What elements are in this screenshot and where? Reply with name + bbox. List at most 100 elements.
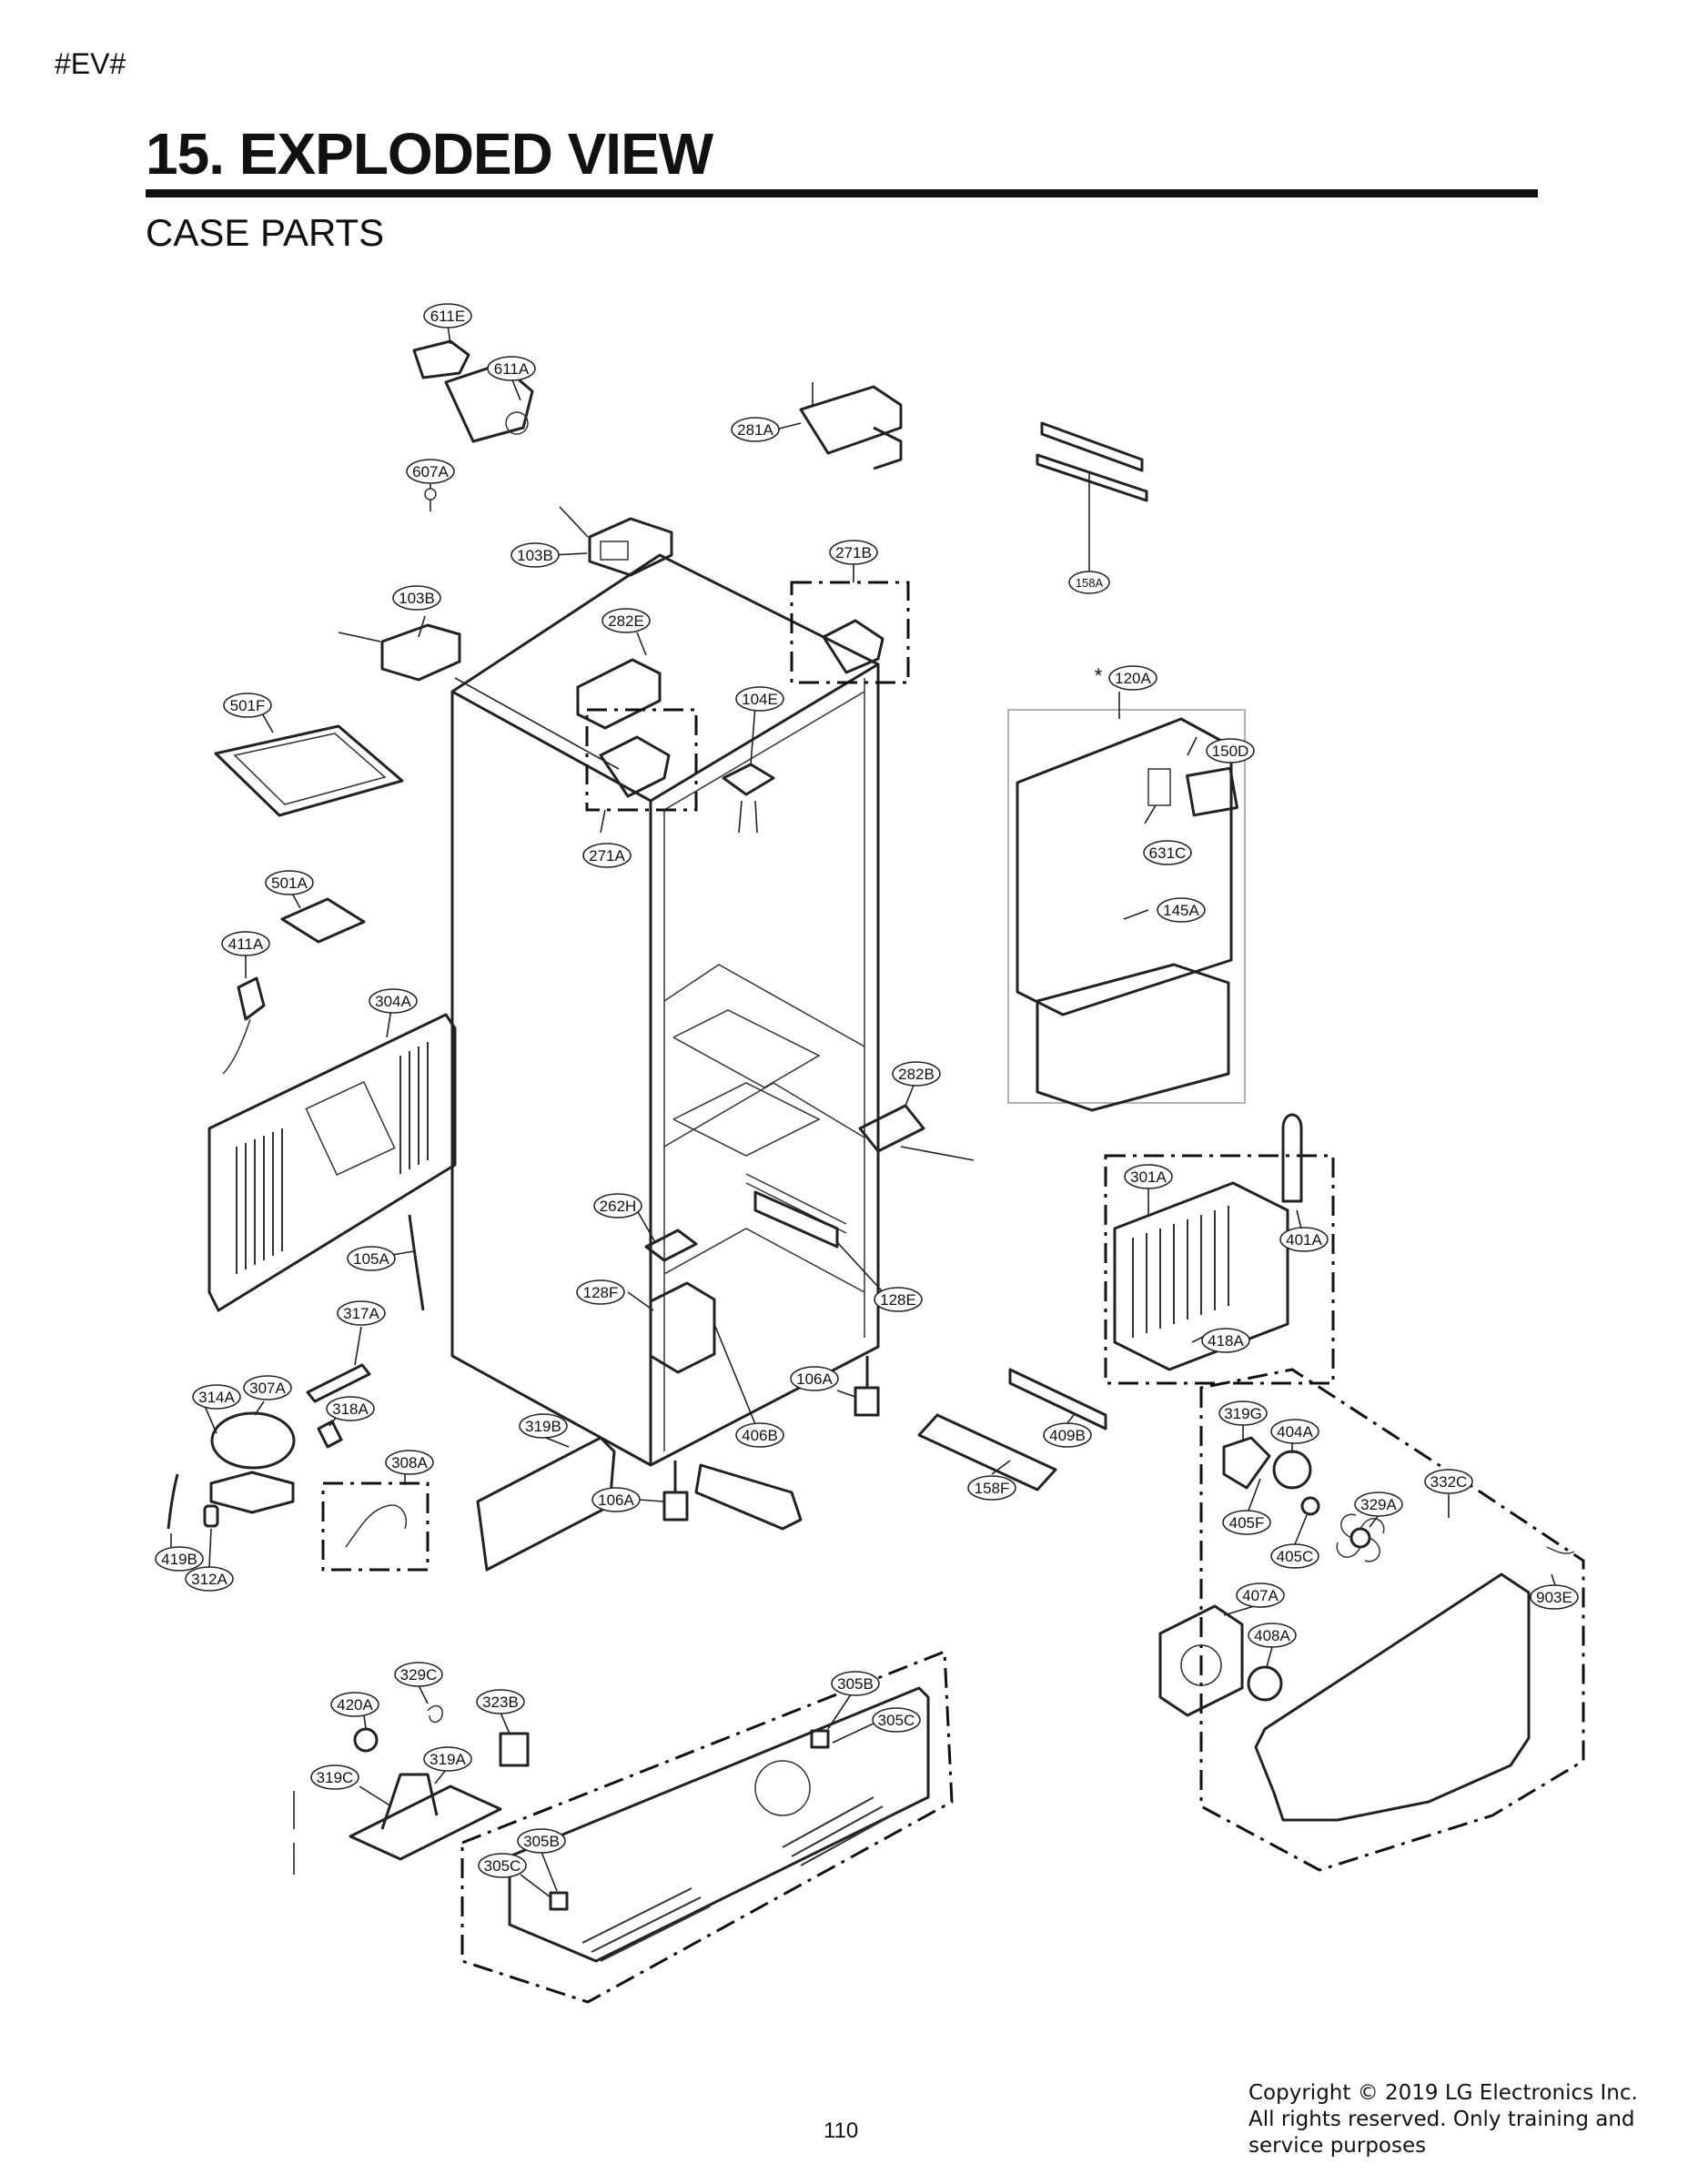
svg-text:319G: 319G bbox=[1224, 1405, 1262, 1422]
callout-323b: 323B bbox=[476, 1689, 525, 1714]
svg-text:145A: 145A bbox=[1163, 902, 1199, 919]
clip-318a bbox=[317, 1416, 343, 1449]
wire-903e bbox=[1546, 1546, 1575, 1589]
callout-405f: 405F bbox=[1222, 1510, 1271, 1535]
callout-903e: 903E bbox=[1530, 1584, 1579, 1610]
svg-text:407A: 407A bbox=[1242, 1587, 1279, 1604]
motor-mount-319g bbox=[1222, 1425, 1271, 1490]
callout-329a: 329A bbox=[1354, 1491, 1403, 1517]
hinge-271b bbox=[790, 564, 910, 684]
callout-611e: 611E bbox=[423, 303, 472, 329]
svg-text:323B: 323B bbox=[482, 1694, 519, 1711]
callout-419b: 419B bbox=[155, 1546, 204, 1572]
svg-text:282B: 282B bbox=[898, 1066, 935, 1083]
svg-text:406B: 406B bbox=[742, 1427, 778, 1444]
svg-text:304A: 304A bbox=[375, 993, 411, 1010]
callout-282e: 282E bbox=[601, 608, 651, 633]
svg-text:305B: 305B bbox=[837, 1675, 874, 1693]
seal-158a bbox=[1036, 421, 1148, 571]
callout-271b: 271B bbox=[829, 540, 878, 565]
bracket-103b-top bbox=[551, 506, 673, 577]
svg-text:150D: 150D bbox=[1212, 743, 1249, 760]
callout-305b-top: 305B bbox=[831, 1671, 880, 1696]
callout-631c: 631C bbox=[1143, 840, 1192, 865]
svg-text:611E: 611E bbox=[430, 308, 465, 325]
svg-text:332C: 332C bbox=[1430, 1473, 1468, 1491]
svg-text:419B: 419B bbox=[161, 1551, 197, 1568]
pipe-419b bbox=[167, 1473, 179, 1547]
page-title: 15. EXPLODED VIEW bbox=[146, 121, 713, 187]
callout-319a: 319A bbox=[423, 1746, 472, 1772]
svg-text:128E: 128E bbox=[880, 1291, 916, 1309]
svg-text:271B: 271B bbox=[835, 544, 872, 561]
back-cover-304a bbox=[207, 996, 457, 1312]
callout-128f: 128F bbox=[576, 1279, 625, 1305]
callout-120a: * 120A bbox=[1095, 664, 1157, 691]
svg-text:262H: 262H bbox=[600, 1198, 637, 1215]
callout-307a: 307A bbox=[243, 1375, 292, 1400]
svg-text:404A: 404A bbox=[1277, 1423, 1313, 1441]
foot-106a-right bbox=[836, 1356, 880, 1417]
grommet-305b-top bbox=[810, 1694, 852, 1749]
svg-text:106A: 106A bbox=[598, 1491, 634, 1509]
power-cord-411a bbox=[222, 956, 266, 1075]
callout-301a: 301A bbox=[1124, 1164, 1173, 1189]
svg-text:120A: 120A bbox=[1115, 670, 1151, 687]
callout-312a: 312A bbox=[185, 1566, 234, 1592]
svg-text:329A: 329A bbox=[1360, 1496, 1397, 1513]
page-number: 110 bbox=[824, 2118, 859, 2143]
callout-305b-bottom: 305B bbox=[517, 1828, 566, 1854]
board-631c bbox=[1144, 768, 1171, 824]
screw-607a bbox=[424, 480, 437, 511]
callout-407a: 407A bbox=[1236, 1582, 1285, 1608]
callout-103b-left: 103B bbox=[392, 585, 441, 611]
svg-text:607A: 607A bbox=[412, 463, 449, 480]
block-323b bbox=[499, 1712, 530, 1767]
callout-405c: 405C bbox=[1270, 1543, 1319, 1569]
svg-text:305C: 305C bbox=[484, 1857, 521, 1875]
hinge-upper-part bbox=[412, 324, 534, 443]
cabinet-case bbox=[450, 553, 880, 1467]
callout-411a: 411A bbox=[221, 931, 270, 956]
bracket-405f bbox=[1248, 1478, 1261, 1512]
callout-501f: 501F bbox=[223, 693, 272, 718]
callout-319c: 319C bbox=[310, 1764, 359, 1790]
callout-128e: 128E bbox=[874, 1287, 923, 1312]
svg-text:158F: 158F bbox=[975, 1480, 1010, 1497]
grommet-312a bbox=[203, 1504, 219, 1568]
svg-text:158A: 158A bbox=[1076, 576, 1104, 590]
callout-145a: 145A bbox=[1157, 897, 1206, 923]
callout-318a: 318A bbox=[326, 1396, 375, 1421]
pcb-145a bbox=[1123, 909, 1149, 920]
fan-assembly-frame bbox=[1199, 1368, 1585, 1872]
svg-text:301A: 301A bbox=[1130, 1168, 1167, 1186]
grommet-305b-bottom bbox=[541, 1851, 569, 1911]
motor-408a bbox=[1247, 1646, 1283, 1702]
svg-text:411A: 411A bbox=[228, 935, 264, 953]
compressor-307a bbox=[204, 1400, 296, 1514]
bracket-104e bbox=[722, 704, 775, 834]
cover-281a bbox=[774, 382, 903, 470]
svg-text:103B: 103B bbox=[517, 547, 553, 564]
svg-text:501A: 501A bbox=[271, 875, 308, 892]
svg-text:282E: 282E bbox=[608, 612, 644, 630]
washer-405c bbox=[1294, 1496, 1320, 1545]
svg-text:318A: 318A bbox=[332, 1400, 369, 1418]
tray-501f bbox=[214, 711, 404, 817]
callout-305c-bottom: 305C bbox=[478, 1853, 527, 1878]
svg-text:319B: 319B bbox=[525, 1418, 561, 1435]
callout-409b: 409B bbox=[1043, 1422, 1092, 1448]
sensor-262h bbox=[636, 1209, 698, 1262]
svg-text:409B: 409B bbox=[1049, 1427, 1086, 1444]
svg-text:307A: 307A bbox=[249, 1380, 286, 1397]
grommet-305c-top bbox=[832, 1722, 876, 1744]
callout-262h: 262H bbox=[593, 1193, 642, 1218]
svg-text:405F: 405F bbox=[1229, 1514, 1265, 1532]
callout-104e: 104E bbox=[735, 686, 784, 712]
tray-319a bbox=[434, 1769, 447, 1785]
board-501a bbox=[280, 891, 366, 944]
svg-text:*: * bbox=[1095, 664, 1103, 687]
callout-401a: 401A bbox=[1279, 1227, 1329, 1252]
svg-text:106A: 106A bbox=[796, 1370, 833, 1388]
svg-text:319A: 319A bbox=[430, 1751, 466, 1768]
